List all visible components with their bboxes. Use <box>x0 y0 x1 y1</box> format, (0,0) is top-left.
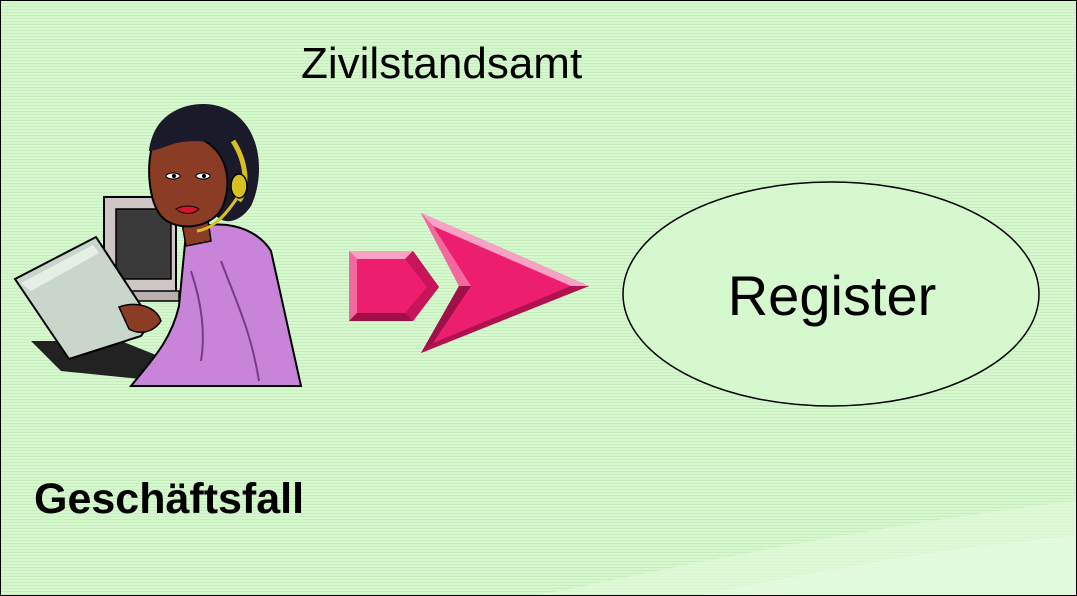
footer-label: Geschäftsfall <box>34 475 305 523</box>
register-node-label: Register <box>727 264 937 327</box>
diagram-title: Zivilstandsamt <box>301 39 583 88</box>
